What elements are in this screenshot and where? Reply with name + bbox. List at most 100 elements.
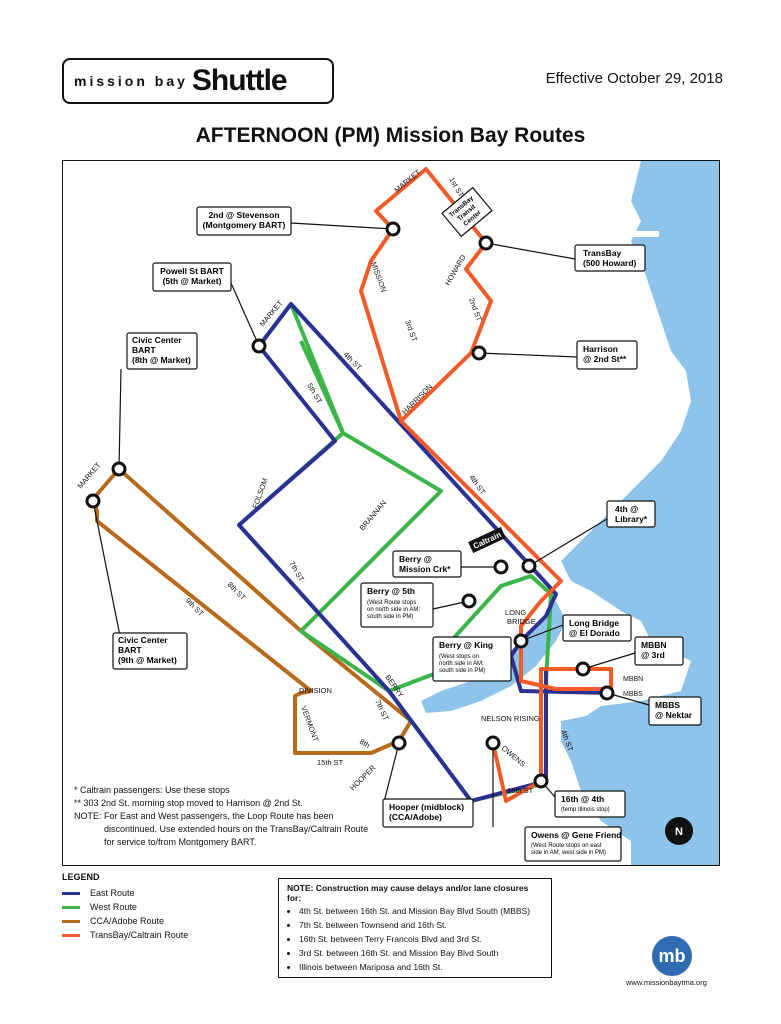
mission-bay-tma-logo: mb xyxy=(652,936,692,976)
legend-swatch-east xyxy=(62,891,80,895)
svg-text:Harrison@ 2nd St**: Harrison@ 2nd St** xyxy=(583,344,627,364)
stop-mbbs-nektar xyxy=(599,685,615,701)
svg-text:Long Bridge@ El Dorado: Long Bridge@ El Dorado xyxy=(569,618,620,638)
stop-4th-library xyxy=(521,558,537,574)
street-vermont: VERMONT xyxy=(299,705,320,744)
note-line: discontinued. Use extended hours on the … xyxy=(104,824,369,834)
legend-item-east: East Route xyxy=(62,886,188,900)
note-line: ** 303 2nd St. morning stop moved to Har… xyxy=(74,798,303,808)
legend-item-west: West Route xyxy=(62,900,188,914)
street-2nd: 2nd ST xyxy=(467,297,484,323)
website-link[interactable]: www.missionbaytma.org xyxy=(626,978,707,987)
street-folsom: FOLSOM xyxy=(250,477,269,510)
street-harrison: HARRISON xyxy=(400,382,434,416)
street-mission: MISSION xyxy=(369,261,388,294)
construction-item: 16th St. between Terry Francois Blvd and… xyxy=(299,934,543,944)
construction-item: Illinois between Mariposa and 16th St. xyxy=(299,962,543,972)
callout-hooper: Hooper (midblock)(CCA/Adobe) xyxy=(382,798,474,828)
svg-text:(temp Illinois stop): (temp Illinois stop) xyxy=(561,807,610,813)
svg-text:Powell St BART(5th @ Market): Powell St BART(5th @ Market) xyxy=(160,266,225,286)
stop-civic-center-8th xyxy=(111,461,127,477)
legend-swatch-west xyxy=(62,905,80,909)
stop-2nd-stevenson xyxy=(385,221,401,237)
page-title: AFTERNOON (PM) Mission Bay Routes xyxy=(195,124,586,147)
stop-16th-4th xyxy=(533,773,549,789)
callout-mbbs-nektar: MBBS@ Nektar xyxy=(648,696,702,726)
svg-text:Berry @ 5th: Berry @ 5th xyxy=(367,586,415,596)
svg-text:16th @ 4th: 16th @ 4th xyxy=(561,794,604,804)
street-nelson-rising: NELSON RISING xyxy=(481,714,540,723)
legend-label: CCA/Adobe Route xyxy=(90,916,165,926)
piers xyxy=(599,231,659,237)
svg-text:MBBS@ Nektar: MBBS@ Nektar xyxy=(655,700,693,720)
stop-berry-mission-crk xyxy=(493,559,509,575)
stop-markers xyxy=(85,221,615,789)
stop-long-bridge xyxy=(513,633,529,649)
svg-text:Owens @ Gene Friend: Owens @ Gene Friend xyxy=(531,830,621,840)
street-market-2: MARKET xyxy=(258,298,285,328)
street-15th: 15th ST xyxy=(317,758,344,767)
street-mbbs: MBBS xyxy=(623,691,643,698)
note-line: * Caltrain passengers: Use these stops xyxy=(74,785,230,795)
legend: LEGEND East Route West Route CCA/Adobe R… xyxy=(62,872,188,942)
note-line: for service to/from Montgomery BART. xyxy=(104,837,257,847)
svg-text:2nd @ Stevenson(Montgomery BAR: 2nd @ Stevenson(Montgomery BART) xyxy=(203,210,286,230)
callout-mbbn-3rd: MBBN@ 3rd xyxy=(634,636,684,666)
stop-owens-gene-friend xyxy=(485,735,501,751)
street-3rd: 3rd ST xyxy=(403,319,419,344)
stop-berry-5th xyxy=(461,593,477,609)
street-brannan: BRANNAN xyxy=(358,498,388,532)
street-mbbn: MBBN xyxy=(623,676,643,683)
compass-label: N xyxy=(675,826,683,838)
transbay-transit-center-box xyxy=(441,186,493,238)
stop-hooper xyxy=(391,735,407,751)
legend-swatch-cca xyxy=(62,919,80,923)
construction-note: NOTE: Construction may cause delays and/… xyxy=(278,878,552,978)
svg-text:TransBay(500 Howard): TransBay(500 Howard) xyxy=(583,248,637,268)
street-owens: OWENS xyxy=(500,744,527,769)
callout-transbay-500: TransBay(500 Howard) xyxy=(574,244,646,272)
legend-label: TransBay/Caltrain Route xyxy=(90,930,189,940)
stop-harrison-2nd xyxy=(471,345,487,361)
street-16th: 16th ST xyxy=(507,786,534,795)
stop-callouts: 2nd @ Stevenson(Montgomery BART) Powell … xyxy=(112,206,702,862)
stop-powell xyxy=(251,338,267,354)
street-long-bridge: LONG xyxy=(505,608,526,617)
svg-text:Hooper (midblock)(CCA/Adobe): Hooper (midblock)(CCA/Adobe) xyxy=(389,802,464,822)
callout-owens: Owens @ Gene Friend (West Route stops on… xyxy=(524,826,622,862)
svg-text:4th @Library*: 4th @Library* xyxy=(615,504,648,524)
callout-2nd-stevenson: 2nd @ Stevenson(Montgomery BART) xyxy=(196,206,292,236)
svg-text:Berry @Mission Crk*: Berry @Mission Crk* xyxy=(399,554,451,574)
stop-mbbn-3rd xyxy=(575,661,591,677)
compass-icon: N xyxy=(665,817,693,845)
street-division: DIVISION xyxy=(299,686,332,695)
stop-transbay-500-howard xyxy=(478,235,494,251)
construction-item: 4th St. between 16th St. and Mission Bay… xyxy=(299,906,543,916)
legend-title: LEGEND xyxy=(62,872,100,882)
callout-berry-mission-crk: Berry @Mission Crk* xyxy=(392,550,462,578)
stop-civic-center-9th xyxy=(85,493,101,509)
route-map-svg: Caltrain TransBay Transit Center MARKET … xyxy=(76,161,719,865)
legend-item-transbay: TransBay/Caltrain Route xyxy=(62,928,188,942)
footnotes: * Caltrain passengers: Use these stops *… xyxy=(74,784,394,849)
logo-small-text: mission bay xyxy=(74,73,188,89)
construction-item: 7th St. between Townsend and 16th St. xyxy=(299,920,543,930)
note-line: NOTE: For East and West passengers, the … xyxy=(74,811,334,821)
construction-item: 3rd St. between 16th St. and Mission Bay… xyxy=(299,948,543,958)
construction-title: NOTE: Construction may cause delays and/… xyxy=(287,883,529,903)
callout-harrison-2nd: Harrison@ 2nd St** xyxy=(576,340,638,370)
callout-long-bridge: Long Bridge@ El Dorado xyxy=(562,614,632,642)
street-8th-b: 8th xyxy=(358,737,372,750)
street-labels: MARKET 1st ST MISSION HOWARD 2nd ST 3rd … xyxy=(76,167,644,795)
legend-swatch-transbay xyxy=(62,933,80,937)
street-market-1: MARKET xyxy=(393,167,423,194)
svg-text:MBBN@ 3rd: MBBN@ 3rd xyxy=(641,640,667,660)
callout-powell: Powell St BART(5th @ Market) xyxy=(152,262,232,292)
